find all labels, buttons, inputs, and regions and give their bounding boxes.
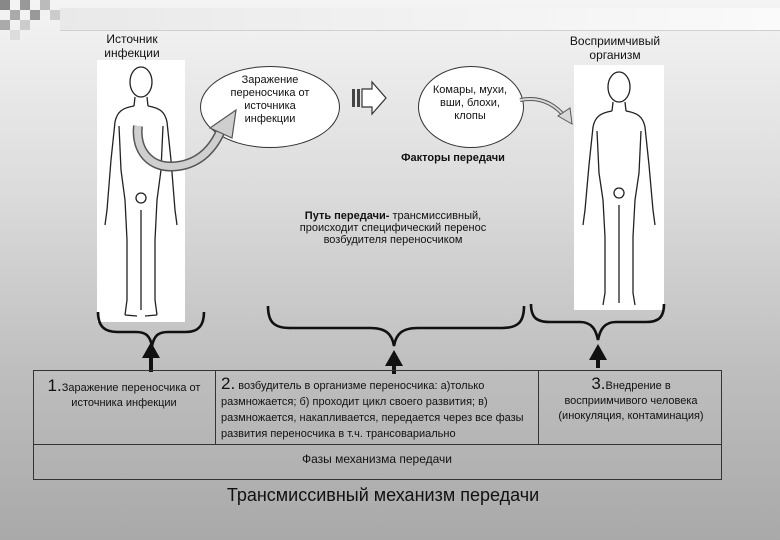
phases-label: Фазы механизма передачи (301, 452, 453, 466)
divider-2 (538, 370, 539, 444)
corner-decoration (0, 0, 60, 40)
stage-1-number: 1. (47, 376, 62, 395)
stage-3-number: 3. (591, 374, 606, 393)
stage-3-text-a: Внедрение в (605, 380, 671, 392)
up-arrow-icon (385, 350, 403, 374)
right-brace (529, 303, 666, 341)
stage-1-text: Заражение переносчика от источника инфек… (61, 382, 201, 409)
factors-label: Факторы передачи (401, 152, 505, 164)
path-rest: трансмиссивный, происходит специфический… (299, 210, 487, 246)
middle-brace (266, 305, 526, 347)
source-human-panel (97, 60, 185, 322)
carrier-infection-text: Заражение переносчика от источника инфек… (230, 74, 310, 125)
source-label: Источник инфекции (104, 32, 160, 60)
striped-arrow-icon (352, 80, 387, 116)
stage-1-box: 1.Заражение переносчика от источника инф… (36, 376, 212, 411)
divider-1 (215, 370, 216, 444)
top-bar-line (60, 8, 780, 31)
stage-3-box: 3.Внедрение в восприимчивого человека (и… (546, 374, 716, 424)
vectors-ellipse (418, 66, 524, 148)
diagram-title: Трансмиссивный механизм передачи (226, 485, 540, 505)
up-arrow-icon (142, 342, 160, 372)
stage-2-box: 2. возбудитель в организме переносчика: … (221, 374, 535, 442)
divider-h (33, 444, 721, 445)
curved-arrowhead-icon (208, 108, 237, 139)
vectors-text: Комары, мухи, вши, блохи, клопы (432, 84, 508, 122)
recipient-label: Восприимчивый организм (569, 34, 661, 62)
bottom-frame (33, 370, 722, 480)
human-figure-icon (582, 71, 656, 306)
path-bold: Путь передачи- (304, 210, 390, 222)
stage-2-number: 2. (221, 374, 236, 393)
stage-3-text-b: восприимчивого человека (инокуляция, кон… (558, 395, 704, 422)
stage-2-text: возбудитель в организме переносчика: а)т… (221, 380, 524, 440)
up-arrow-icon (589, 344, 607, 368)
transmission-path-text: Путь передачи- трансмиссивный, происходи… (288, 210, 498, 246)
recipient-human-panel (574, 65, 664, 310)
left-brace (96, 311, 206, 347)
